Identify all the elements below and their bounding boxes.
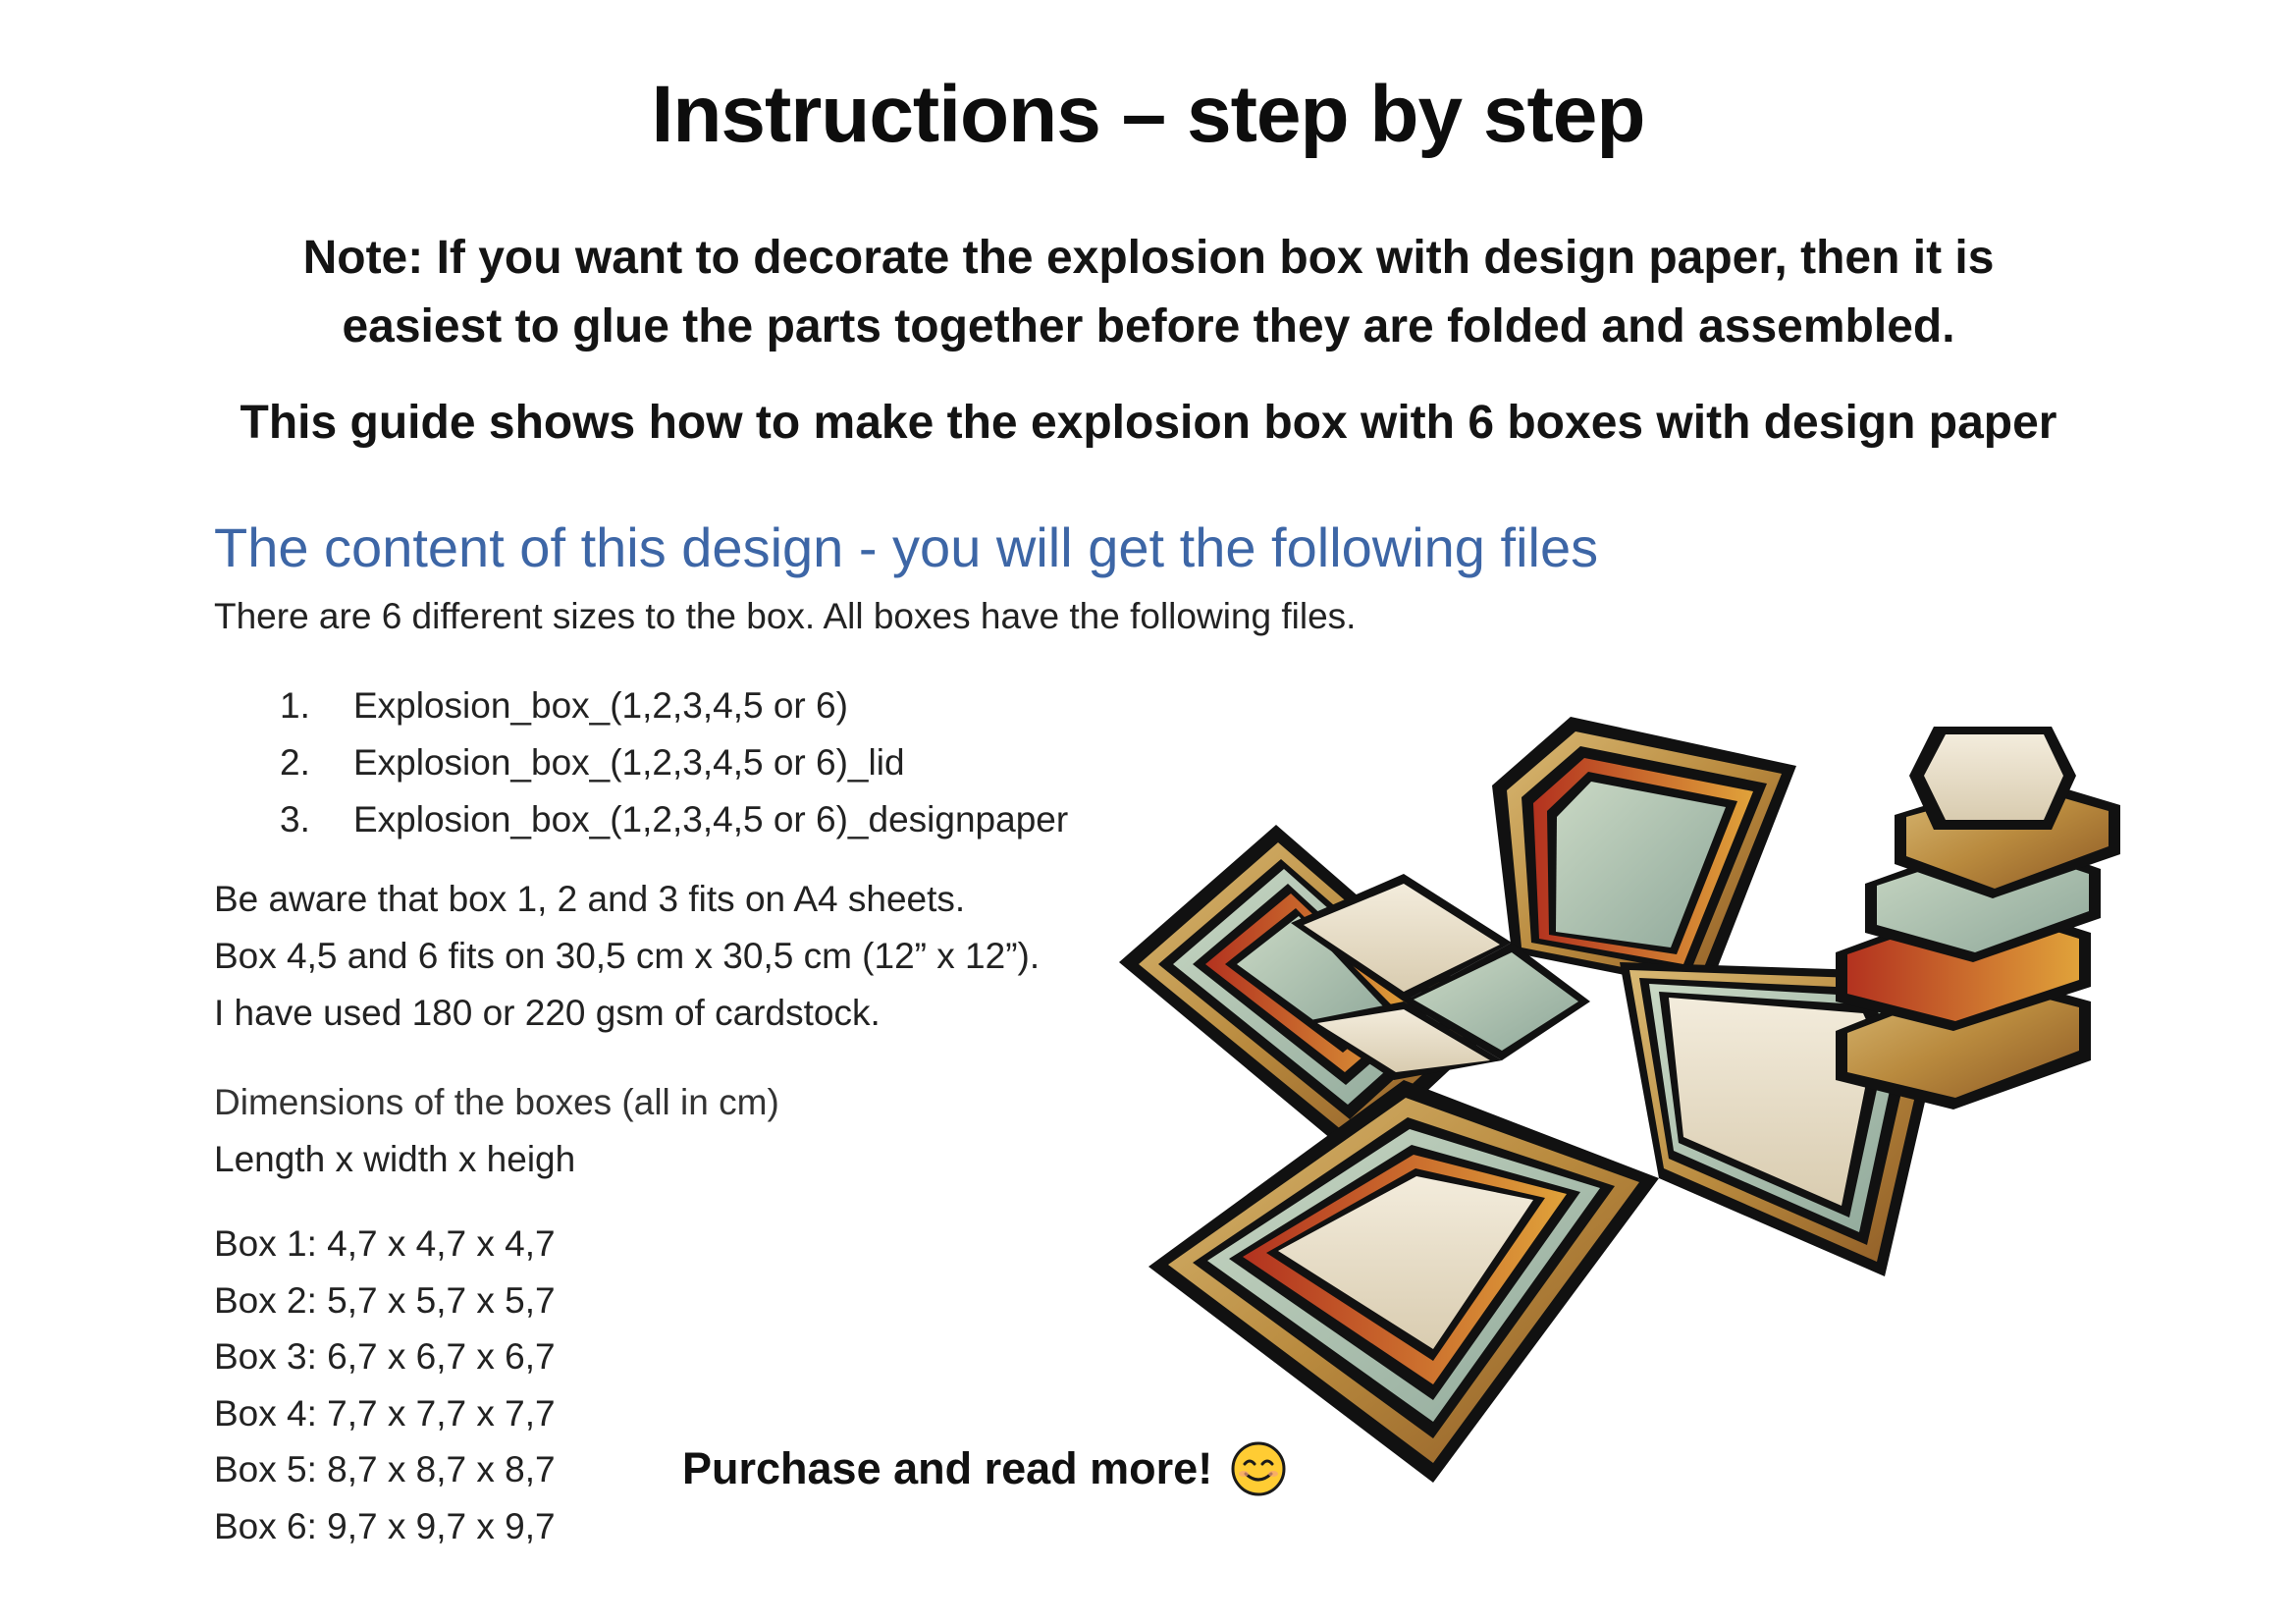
list-item: Box 4: 7,7 x 7,7 x 7,7: [214, 1392, 556, 1434]
note-line-2: easiest to glue the parts together befor…: [342, 300, 1955, 352]
info-line: I have used 180 or 220 gsm of cardstock.: [214, 993, 881, 1033]
list-item: Box 2: 5,7 x 5,7 x 5,7: [214, 1279, 556, 1321]
content-heading: The content of this design - you will ge…: [214, 516, 1599, 578]
info-line: Be aware that box 1, 2 and 3 fits on A4 …: [214, 879, 966, 919]
list-number: 3.: [280, 799, 310, 839]
dimensions-title: Dimensions of the boxes (all in cm): [214, 1082, 779, 1122]
box-sizes-list: Box 1: 4,7 x 4,7 x 4,7 Box 2: 5,7 x 5,7 …: [214, 1216, 556, 1554]
info-line: Box 4,5 and 6 fits on 30,5 cm x 30,5 cm …: [214, 936, 1041, 976]
list-item: Box 5: 8,7 x 8,7 x 8,7: [214, 1449, 556, 1489]
list-item: Box 6: 9,7 x 9,7 x 9,7: [214, 1505, 556, 1546]
file-name: Explosion_box_(1,2,3,4,5 or 6): [353, 685, 848, 726]
lid-stack: [1836, 727, 2120, 1110]
explosion-box-photo: [1119, 717, 2120, 1483]
info-block: Be aware that box 1, 2 and 3 fits on A4 …: [214, 871, 1040, 1042]
file-name: Explosion_box_(1,2,3,4,5 or 6)_lid: [353, 742, 905, 783]
list-item: 1. Explosion_box_(1,2,3,4,5 or 6): [280, 677, 1068, 734]
note-line-1: Note: If you want to decorate the explos…: [302, 232, 1995, 284]
list-item: 3. Explosion_box_(1,2,3,4,5 or 6)_design…: [280, 791, 1068, 848]
purchase-text: Purchase and read more!: [682, 1443, 1213, 1493]
list-item: Box 3: 6,7 x 6,7 x 6,7: [214, 1336, 556, 1377]
note-paragraph: Note: If you want to decorate the explos…: [255, 224, 2042, 361]
dimensions-header: Dimensions of the boxes (all in cm) Leng…: [214, 1074, 779, 1188]
files-list: 1. Explosion_box_(1,2,3,4,5 or 6) 2. Exp…: [280, 677, 1068, 848]
dimensions-subtitle: Length x width x heigh: [214, 1139, 576, 1179]
page-title: Instructions – step by step: [651, 70, 1646, 159]
list-number: 1.: [280, 685, 310, 726]
file-name: Explosion_box_(1,2,3,4,5 or 6)_designpap…: [353, 799, 1069, 839]
list-number: 2.: [280, 742, 310, 783]
intro-text: There are 6 different sizes to the box. …: [214, 596, 1357, 636]
smiling-face-icon: [1231, 1441, 1286, 1496]
purchase-link[interactable]: Purchase and read more!: [682, 1440, 1287, 1497]
list-item: Box 1: 4,7 x 4,7 x 4,7: [214, 1223, 556, 1264]
guide-subtitle: This guide shows how to make the explosi…: [240, 397, 2057, 449]
list-item: 2. Explosion_box_(1,2,3,4,5 or 6)_lid: [280, 734, 1068, 791]
